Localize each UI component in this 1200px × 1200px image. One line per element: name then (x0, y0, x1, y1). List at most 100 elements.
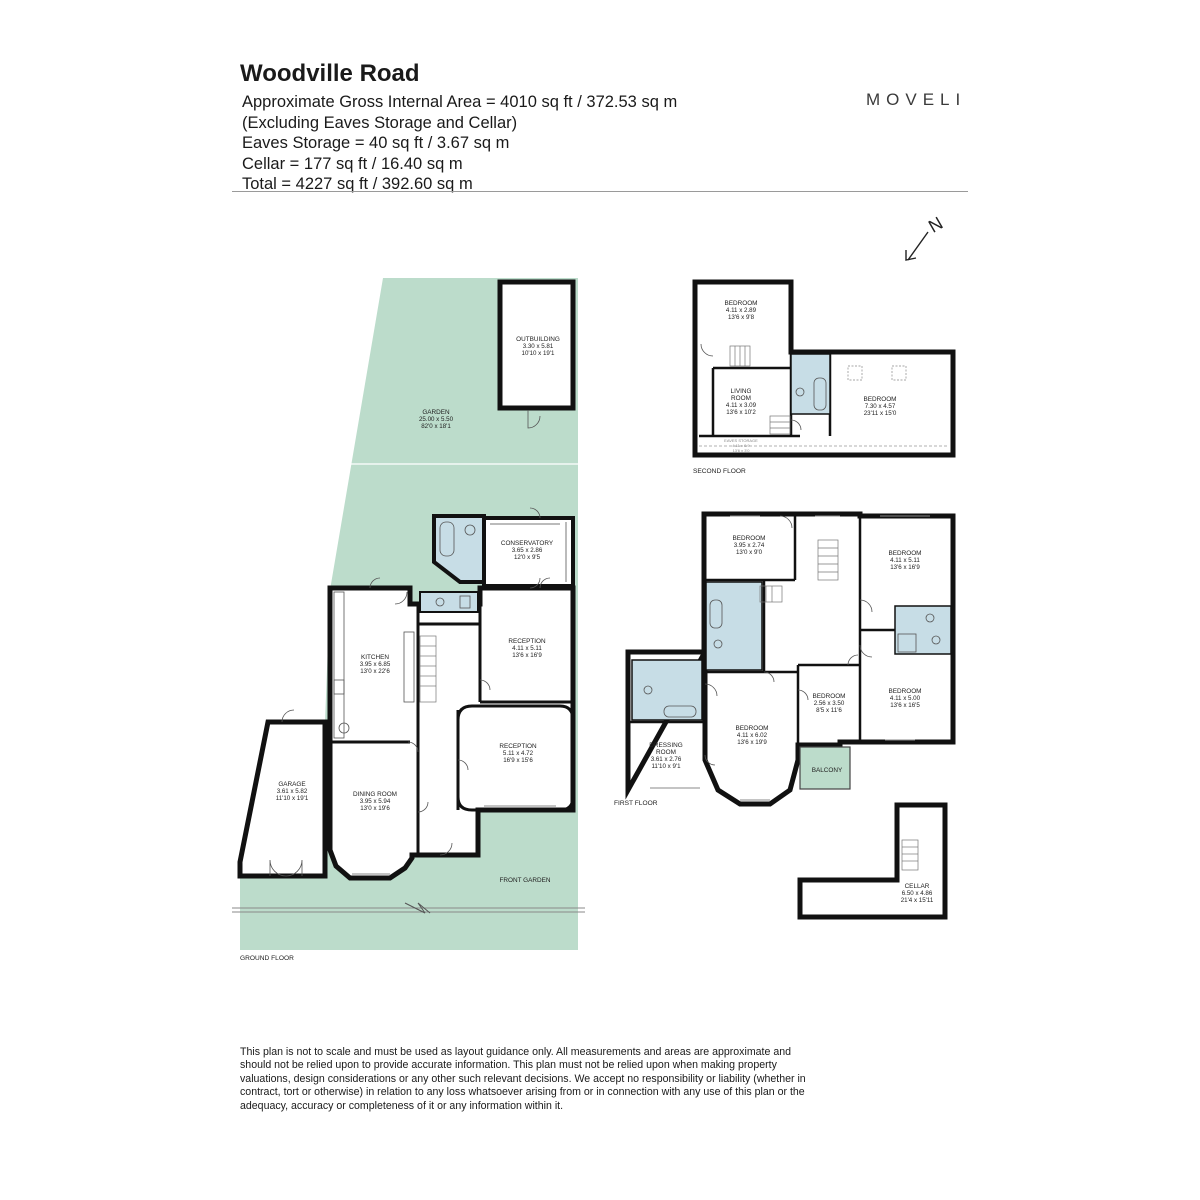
floor-label-second: SECOND FLOOR (693, 468, 746, 475)
area-line: Total = 4227 sq ft / 392.60 sq m (242, 175, 473, 193)
svg-text:6.50 x 4.86: 6.50 x 4.86 (902, 890, 933, 897)
svg-text:RECEPTION: RECEPTION (499, 743, 537, 750)
svg-text:13'6 x 10'2: 13'6 x 10'2 (726, 409, 756, 416)
svg-text:13'0 x 19'6: 13'0 x 19'6 (360, 805, 390, 812)
disclaimer-text: This plan is not to scale and must be us… (240, 1046, 806, 1112)
svg-text:13'6 x 9'8: 13'6 x 9'8 (728, 314, 755, 321)
svg-text:2.56 x 3.50: 2.56 x 3.50 (814, 700, 845, 707)
svg-text:BEDROOM: BEDROOM (863, 396, 896, 403)
area-summary: Approximate Gross Internal Area = 4010 s… (242, 92, 677, 195)
room-label-eaves: EAVES STORAGE 4.11 x 0.9 13'6 x 3'0 (724, 438, 758, 453)
svg-text:82'0 x 18'1: 82'0 x 18'1 (421, 423, 451, 430)
kitchen-island (403, 631, 415, 703)
svg-text:4.11 x 0.9: 4.11 x 0.9 (732, 443, 750, 448)
svg-text:CONSERVATORY: CONSERVATORY (501, 540, 554, 547)
area-line: Eaves Storage = 40 sq ft / 3.67 sq m (242, 134, 510, 152)
first-floor-bathroom (705, 581, 763, 671)
svg-text:BEDROOM: BEDROOM (732, 535, 765, 542)
svg-text:ROOM: ROOM (656, 749, 676, 756)
room-label-first-bedroom-3: BEDROOM 2.56 x 3.50 8'5 x 11'6 (812, 693, 845, 714)
svg-text:21'4 x 15'11: 21'4 x 15'11 (901, 897, 934, 904)
room-label-dressing: DRESSING ROOM 3.61 x 2.76 11'10 x 9'1 (649, 742, 682, 770)
svg-text:3.30 x 5.81: 3.30 x 5.81 (523, 343, 554, 350)
svg-text:ROOM: ROOM (731, 395, 751, 402)
area-line: Approximate Gross Internal Area = 4010 s… (242, 93, 678, 111)
svg-text:BEDROOM: BEDROOM (735, 725, 768, 732)
svg-text:13'6 x 16'9: 13'6 x 16'9 (890, 564, 920, 571)
cellar-stairs (901, 839, 919, 871)
svg-text:FRONT GARDEN: FRONT GARDEN (499, 877, 550, 884)
area-line: Cellar = 177 sq ft / 16.40 sq m (242, 154, 463, 173)
room-label-balcony: BALCONY (812, 767, 843, 774)
boundary-break (404, 902, 431, 914)
svg-text:3.65 x 2.86: 3.65 x 2.86 (512, 547, 543, 554)
room-label-second-bedroom-2: BEDROOM 7.30 x 4.57 23'11 x 15'0 (863, 396, 896, 417)
room-label-first-bedroom-5: BEDROOM 4.11 x 6.02 13'6 x 19'9 (735, 725, 768, 746)
wc-room (419, 591, 479, 613)
room-label-garage: GARAGE 3.61 x 5.82 11'10 x 19'1 (276, 781, 309, 802)
svg-text:4.11 x 5.11: 4.11 x 5.11 (890, 557, 920, 564)
svg-text:EAVES STORAGE: EAVES STORAGE (724, 438, 758, 443)
dressing-ensuite (631, 659, 703, 721)
svg-text:GARAGE: GARAGE (278, 781, 305, 788)
room-label-reception-2: RECEPTION 5.11 x 4.72 16'9 x 15'6 (499, 743, 537, 764)
floor-label-first: FIRST FLOOR (614, 800, 658, 807)
ground-stairs (419, 635, 437, 703)
room-label-outbuilding: OUTBUILDING 3.30 x 5.81 10'10 x 19'1 (516, 336, 560, 357)
svg-text:BEDROOM: BEDROOM (888, 550, 921, 557)
svg-text:13'6 x 16'5: 13'6 x 16'5 (890, 702, 920, 709)
room-label-cellar: CELLAR 6.50 x 4.86 21'4 x 15'11 (901, 883, 934, 904)
room-label-second-bedroom-1: BEDROOM 4.11 x 2.89 13'6 x 9'8 (724, 300, 757, 321)
svg-text:13'6 x 16'9: 13'6 x 16'9 (512, 652, 542, 659)
header-divider (232, 191, 968, 192)
outbuilding-room (497, 279, 576, 411)
svg-text:7.30 x 4.57: 7.30 x 4.57 (865, 403, 896, 410)
svg-text:5.11 x 4.72: 5.11 x 4.72 (503, 750, 534, 757)
sink-icon (333, 679, 345, 695)
svg-text:BEDROOM: BEDROOM (888, 688, 921, 695)
svg-text:13'6 x 19'9: 13'6 x 19'9 (737, 739, 767, 746)
svg-text:RECEPTION: RECEPTION (508, 638, 546, 645)
svg-text:3.95 x 5.94: 3.95 x 5.94 (360, 798, 391, 805)
reception-bay (456, 704, 575, 812)
svg-text:3.95 x 6.85: 3.95 x 6.85 (360, 661, 391, 668)
svg-text:4.11 x 3.09: 4.11 x 3.09 (726, 402, 757, 409)
floor-label-ground: GROUND FLOOR (240, 955, 294, 962)
svg-text:12'0 x 9'5: 12'0 x 9'5 (514, 554, 541, 561)
room-label-kitchen: KITCHEN 3.95 x 6.85 13'0 x 22'6 (360, 654, 391, 675)
second-floor-stairs (729, 345, 791, 435)
area-line: (Excluding Eaves Storage and Cellar) (242, 113, 518, 132)
svg-text:GARDEN: GARDEN (422, 409, 450, 416)
plan-title: Woodville Road (240, 60, 420, 87)
room-label-first-bedroom-2: BEDROOM 4.11 x 5.11 13'6 x 16'9 (888, 550, 921, 571)
room-label-conservatory: CONSERVATORY 3.65 x 2.86 12'0 x 9'5 (501, 540, 554, 561)
svg-text:13'0 x 9'0: 13'0 x 9'0 (736, 549, 763, 556)
svg-text:3.61 x 5.82: 3.61 x 5.82 (277, 788, 308, 795)
second-floor-bathroom (790, 353, 831, 415)
right-ensuite (894, 605, 952, 655)
first-floor (625, 511, 956, 807)
compass-label: N (925, 213, 946, 237)
north-compass: N (905, 213, 946, 261)
svg-text:3.61 x 2.76: 3.61 x 2.76 (651, 756, 682, 763)
room-label-garden: GARDEN 25.00 x 5.50 82'0 x 18'1 (419, 409, 454, 430)
ground-bathroom (432, 514, 486, 584)
svg-text:BALCONY: BALCONY (812, 767, 843, 774)
balcony-area (799, 746, 851, 790)
svg-text:11'10 x 9'1: 11'10 x 9'1 (651, 763, 681, 770)
svg-text:BEDROOM: BEDROOM (724, 300, 757, 307)
svg-text:4.11 x 2.89: 4.11 x 2.89 (726, 307, 757, 314)
room-label-first-bedroom-4: BEDROOM 4.11 x 5.00 13'6 x 16'5 (888, 688, 921, 709)
svg-text:4.11 x 5.11: 4.11 x 5.11 (512, 645, 542, 652)
room-label-first-bedroom-1: BEDROOM 3.95 x 2.74 13'0 x 9'0 (732, 535, 765, 556)
svg-text:BEDROOM: BEDROOM (812, 693, 845, 700)
room-label-dining: DINING ROOM 3.95 x 5.94 13'0 x 19'6 (353, 791, 397, 812)
svg-text:13'6 x 3'0: 13'6 x 3'0 (733, 448, 751, 453)
svg-text:3.95 x 2.74: 3.95 x 2.74 (734, 542, 765, 549)
room-label-reception-1: RECEPTION 4.11 x 5.11 13'6 x 16'9 (508, 638, 546, 659)
svg-text:DINING ROOM: DINING ROOM (353, 791, 397, 798)
first-floor-stairs (759, 539, 839, 603)
svg-text:LIVING: LIVING (731, 388, 752, 395)
hob-icon (338, 722, 350, 734)
